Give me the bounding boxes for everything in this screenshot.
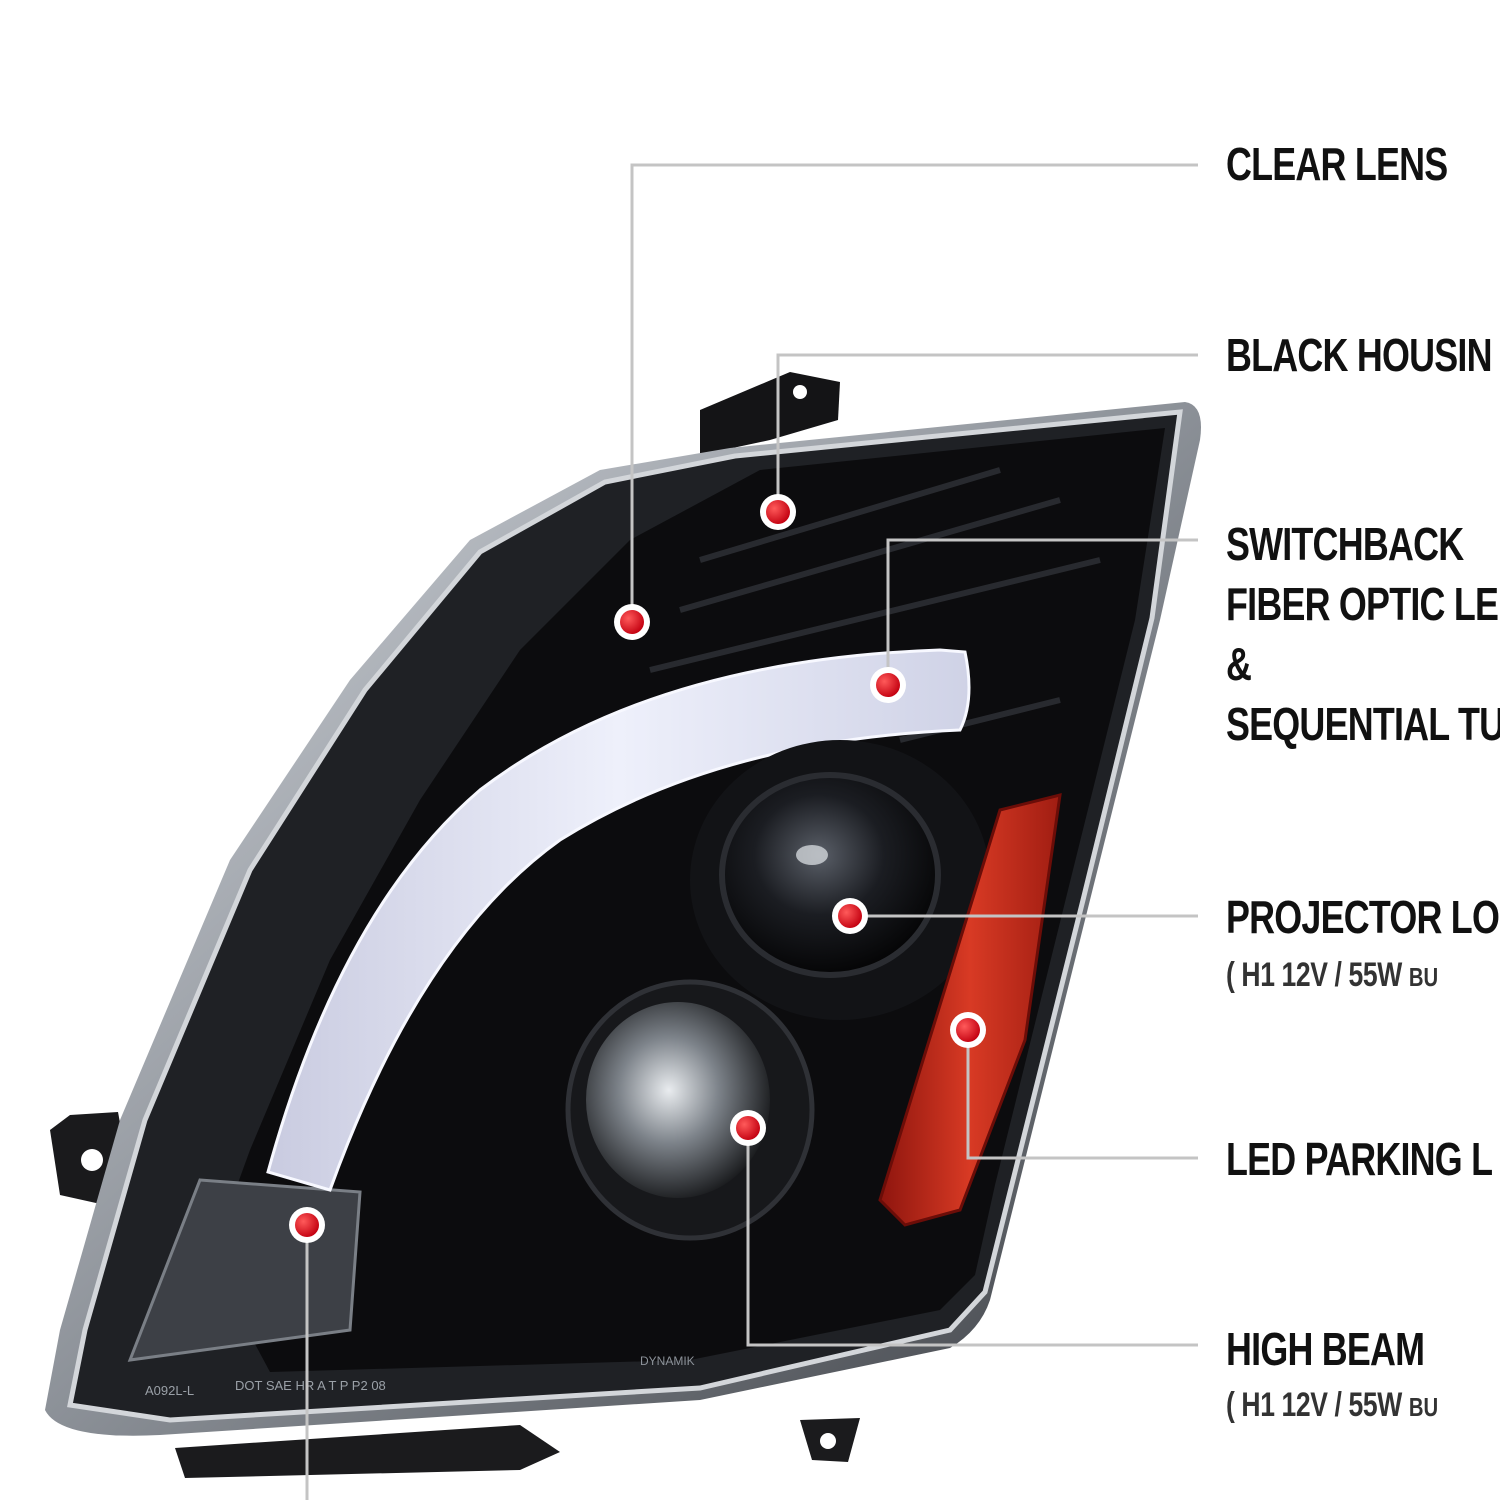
callout-line-black-housing	[776, 353, 1198, 512]
spec-projector-text: H1 12V / 55W	[1241, 956, 1402, 994]
callout-dot-led-parking	[950, 1012, 986, 1048]
callout-dot-projector	[832, 898, 868, 934]
callout-dots	[289, 494, 986, 1243]
high-beam-reflector	[565, 979, 815, 1241]
amber-side-reflector	[878, 793, 1062, 1227]
projector-lens	[690, 740, 990, 1020]
spec-high-beam-open: (	[1226, 1386, 1235, 1424]
label-switchback-line4: SEQUENTIAL TU	[1226, 698, 1500, 750]
label-clear-lens: CLEAR LENS	[1226, 138, 1448, 190]
callout-line-fiber-optic	[886, 538, 1198, 685]
label-black-housing: BLACK HOUSIN	[1226, 329, 1493, 381]
label-led-parking: LED PARKING L	[1226, 1133, 1493, 1185]
spec-projector-open: (	[1226, 956, 1235, 994]
spec-high-beam-tail: BU	[1408, 1392, 1439, 1422]
callout-line-clear-lens	[630, 163, 1198, 622]
callout-dot-fiber-optic	[870, 667, 906, 703]
label-high-beam: HIGH BEAM	[1226, 1323, 1425, 1375]
bottom-bracket	[175, 1418, 860, 1478]
spec-projector-tail: BU	[1408, 962, 1439, 992]
callout-dot-high-beam	[730, 1110, 766, 1146]
lens-marking-brand: DYNAMIK	[640, 1354, 695, 1368]
spec-projector: ( H1 12V / 55W BU	[1226, 955, 1438, 997]
callout-dot-corner-marker	[289, 1207, 325, 1243]
callout-lines	[305, 163, 1198, 1500]
lens-marking-dot: DOT SAE HR A T P P2 08	[235, 1378, 386, 1393]
spec-high-beam: ( H1 12V / 55W BU	[1226, 1385, 1438, 1427]
callout-line-high-beam	[746, 1128, 1198, 1347]
label-switchback-line1: SWITCHBACK	[1226, 518, 1464, 570]
callout-line-led-parking	[966, 1030, 1198, 1160]
label-projector: PROJECTOR LO	[1226, 891, 1500, 943]
spec-high-beam-text: H1 12V / 55W	[1241, 1386, 1402, 1424]
lens-marking-part-code: A092L-L	[145, 1383, 194, 1398]
callout-dot-clear-lens	[614, 604, 650, 640]
label-switchback-line2: FIBER OPTIC LE	[1226, 578, 1499, 630]
label-switchback-line3: &	[1226, 638, 1252, 690]
top-mounting-bracket	[700, 372, 840, 455]
callout-dot-black-housing	[760, 494, 796, 530]
